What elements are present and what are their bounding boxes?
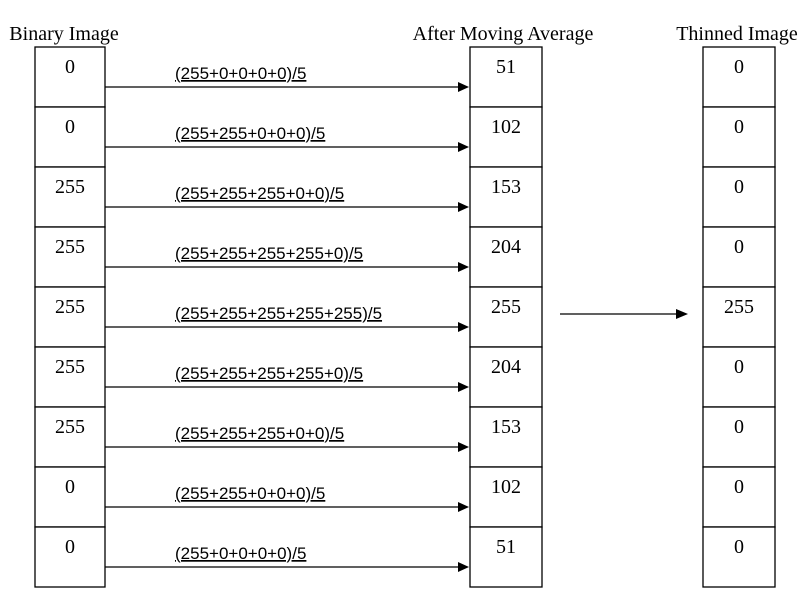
thinned-value: 0 xyxy=(734,356,744,378)
thinned-value: 0 xyxy=(734,116,744,138)
formula-label: (255+255+0+0+0)/5 xyxy=(175,124,325,143)
binary-cell xyxy=(34,46,106,108)
thinned-cell xyxy=(702,526,776,588)
binary-image-title: Binary Image xyxy=(9,23,119,45)
binary-value: 255 xyxy=(55,236,85,258)
binary-value: 255 xyxy=(55,176,85,198)
binary-value: 255 xyxy=(55,416,85,438)
average-value: 204 xyxy=(491,356,521,378)
average-value: 204 xyxy=(491,236,521,258)
binary-value: 255 xyxy=(55,356,85,378)
thinned-value: 0 xyxy=(734,416,744,438)
average-value: 51 xyxy=(496,536,516,558)
average-value: 153 xyxy=(491,176,521,198)
formula-label: (255+255+255+255+0)/5 xyxy=(175,364,363,383)
thinned-cell xyxy=(702,286,776,348)
binary-value: 0 xyxy=(65,476,75,498)
arrow-head xyxy=(458,202,469,212)
binary-cell xyxy=(34,406,106,468)
binary-value: 0 xyxy=(65,116,75,138)
binary-value: 0 xyxy=(65,536,75,558)
arrow-head xyxy=(458,262,469,272)
thinned-value: 0 xyxy=(734,476,744,498)
thinned-cell xyxy=(702,226,776,288)
average-cell xyxy=(469,286,543,348)
thinned-value: 0 xyxy=(734,536,744,558)
formula-label: (255+255+255+0+0)/5 xyxy=(175,184,344,203)
average-cell xyxy=(469,46,543,108)
arrow-head xyxy=(458,502,469,512)
average-cell xyxy=(469,346,543,408)
arrow-head xyxy=(458,142,469,152)
thinned-value: 255 xyxy=(724,296,754,318)
binary-cell xyxy=(34,226,106,288)
average-value: 51 xyxy=(496,56,516,78)
thinned-image-title: Thinned Image xyxy=(676,23,798,45)
formula-label: (255+255+0+0+0)/5 xyxy=(175,484,325,503)
diagram-cells: 0 51 0 (255+0+0+0+0)/5 0 102 0 (255+255+0+0+0)/… xyxy=(34,46,776,588)
arrow-head xyxy=(458,562,469,572)
thinned-cell xyxy=(702,46,776,108)
binary-cell xyxy=(34,346,106,408)
thinned-value: 0 xyxy=(734,236,744,258)
thinned-cell xyxy=(702,106,776,168)
thinned-value: 0 xyxy=(734,56,744,78)
average-cell xyxy=(469,466,543,528)
binary-cell xyxy=(34,106,106,168)
binary-value: 255 xyxy=(55,296,85,318)
binary-cell xyxy=(34,526,106,588)
average-cell xyxy=(469,406,543,468)
average-value: 153 xyxy=(491,416,521,438)
thinning-arrow-head xyxy=(676,309,688,319)
average-value: 102 xyxy=(491,116,521,138)
average-cell xyxy=(469,526,543,588)
binary-cell xyxy=(34,166,106,228)
average-cell xyxy=(469,106,543,168)
formula-label: (255+255+255+0+0)/5 xyxy=(175,424,344,443)
formula-label: (255+255+255+255+0)/5 xyxy=(175,244,363,263)
arrow-head xyxy=(458,442,469,452)
binary-value: 0 xyxy=(65,56,75,78)
arrow-head xyxy=(458,82,469,92)
thinned-cell xyxy=(702,346,776,408)
thinned-value: 0 xyxy=(734,176,744,198)
formula-label: (255+0+0+0+0)/5 xyxy=(175,64,306,83)
formula-label: (255+0+0+0+0)/5 xyxy=(175,544,306,563)
average-value: 255 xyxy=(491,296,521,318)
arrow-head xyxy=(458,322,469,332)
arrow-head xyxy=(458,382,469,392)
average-value: 102 xyxy=(491,476,521,498)
moving-average-title: After Moving Average xyxy=(413,23,594,45)
formula-label: (255+255+255+255+255)/5 xyxy=(175,304,382,323)
thinned-cell xyxy=(702,406,776,468)
